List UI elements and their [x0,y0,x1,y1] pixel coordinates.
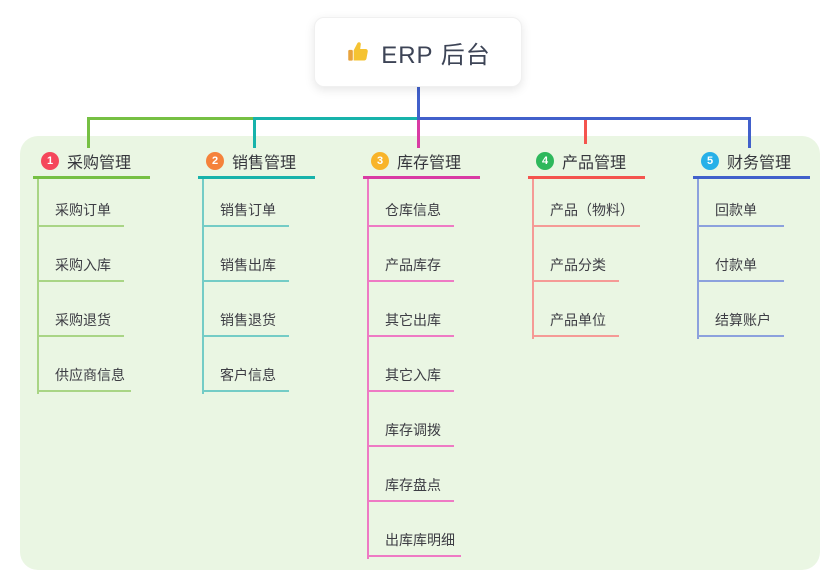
child-node[interactable]: 采购入库 [37,254,124,282]
branches-panel [20,136,820,570]
root-node[interactable]: ERP 后台 [314,17,522,87]
number-badge: 4 [536,152,554,170]
connector-blue [417,117,751,120]
branch-spine [367,179,369,559]
branch-sales-header[interactable]: 2 销售管理 [198,148,315,174]
child-node[interactable]: 产品单位 [532,309,619,337]
branch-spine [37,179,39,394]
root-title: ERP 后台 [381,41,491,69]
drop-inventory [417,120,420,148]
child-node[interactable]: 仓库信息 [367,199,454,227]
child-node[interactable]: 其它出库 [367,309,454,337]
child-node[interactable]: 客户信息 [202,364,289,392]
branch-title: 采购管理 [67,155,132,172]
branch-underline [33,176,150,179]
branch-spine [532,179,534,339]
branch-finance-header[interactable]: 5 财务管理 [693,148,810,174]
child-node[interactable]: 结算账户 [697,309,784,337]
child-node[interactable]: 产品分类 [532,254,619,282]
branch-underline [198,176,315,179]
branch-product: 4 产品管理 产品（物料） 产品分类 产品单位 [528,148,645,339]
drop-finance [748,117,751,148]
number-badge: 3 [371,152,389,170]
branch-underline [528,176,645,179]
child-node[interactable]: 付款单 [697,254,784,282]
child-node[interactable]: 供应商信息 [37,364,131,392]
number-badge: 5 [701,152,719,170]
branch-title: 产品管理 [562,155,627,172]
connector-green [87,117,253,120]
branch-underline [693,176,810,179]
root-connector-line [417,85,420,120]
child-node[interactable]: 采购退货 [37,309,124,337]
branch-purchase-header[interactable]: 1 采购管理 [33,148,150,174]
branch-sales: 2 销售管理 销售订单 销售出库 销售退货 客户信息 [198,148,315,394]
child-node[interactable]: 库存盘点 [367,474,454,502]
child-node[interactable]: 库存调拨 [367,419,454,447]
child-node[interactable]: 回款单 [697,199,784,227]
branch-finance: 5 财务管理 回款单 付款单 结算账户 [693,148,810,339]
child-node[interactable]: 销售订单 [202,199,289,227]
child-node[interactable]: 产品库存 [367,254,454,282]
branch-spine [697,179,699,339]
branch-product-header[interactable]: 4 产品管理 [528,148,645,174]
branch-underline [363,176,480,179]
branch-purchase: 1 采购管理 采购订单 采购入库 采购退货 供应商信息 [33,148,150,394]
branch-spine [202,179,204,394]
branch-title: 财务管理 [727,155,792,172]
thumbs-up-icon [345,39,371,65]
child-node[interactable]: 出库库明细 [367,529,461,557]
child-node[interactable]: 销售出库 [202,254,289,282]
child-node[interactable]: 其它入库 [367,364,454,392]
drop-sales [253,117,256,148]
connector-teal [253,117,417,120]
drop-product [584,120,587,144]
branch-title: 库存管理 [397,155,462,172]
branch-title: 销售管理 [232,155,297,172]
child-node[interactable]: 采购订单 [37,199,124,227]
child-node[interactable]: 销售退货 [202,309,289,337]
branch-inventory-header[interactable]: 3 库存管理 [363,148,480,174]
drop-purchase [87,117,90,148]
number-badge: 2 [206,152,224,170]
branch-inventory: 3 库存管理 仓库信息 产品库存 其它出库 其它入库 库存调拨 库存盘点 出库库… [363,148,480,559]
number-badge: 1 [41,152,59,170]
child-node[interactable]: 产品（物料） [532,199,640,227]
